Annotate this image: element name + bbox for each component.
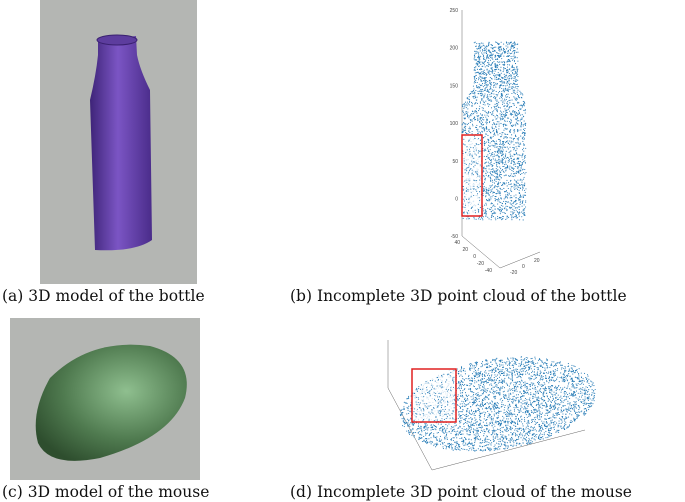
z-tick-label: 0 bbox=[455, 197, 458, 203]
y-tick-label: 20 bbox=[534, 258, 540, 264]
z-tick-label: 100 bbox=[450, 121, 459, 127]
z-tick-label: 50 bbox=[452, 159, 458, 165]
bottle-model-panel bbox=[40, 0, 197, 284]
y-tick-label: -20 bbox=[510, 270, 517, 276]
x-tick-label: -40 bbox=[485, 268, 492, 274]
bottle-points bbox=[461, 41, 527, 221]
x-tick-label: -20 bbox=[477, 261, 484, 267]
mouse-model-image bbox=[35, 344, 187, 461]
mouse-highlight-box bbox=[411, 368, 457, 423]
caption-b: (b) Incomplete 3D point cloud of the bot… bbox=[290, 287, 627, 305]
caption-c: (c) 3D model of the mouse bbox=[2, 483, 210, 501]
mouse-point-cloud-plot bbox=[387, 340, 596, 471]
bottle-model-image bbox=[90, 34, 152, 251]
caption-a: (a) 3D model of the bottle bbox=[2, 287, 205, 305]
mouse-model-panel bbox=[10, 318, 200, 480]
x-tick-label: 0 bbox=[473, 254, 476, 260]
bottle-highlight-box bbox=[461, 134, 483, 217]
z-tick-label: 250 bbox=[450, 8, 459, 14]
caption-d: (d) Incomplete 3D point cloud of the mou… bbox=[290, 483, 632, 501]
y-tick-label: 0 bbox=[522, 264, 525, 270]
x-tick-label: 20 bbox=[462, 247, 468, 253]
mouse-points bbox=[399, 356, 596, 452]
z-tick-label: 200 bbox=[450, 46, 459, 52]
x-tick-label: 40 bbox=[454, 240, 460, 246]
z-tick-label: -50 bbox=[451, 234, 458, 240]
z-tick-label: 150 bbox=[450, 83, 459, 89]
